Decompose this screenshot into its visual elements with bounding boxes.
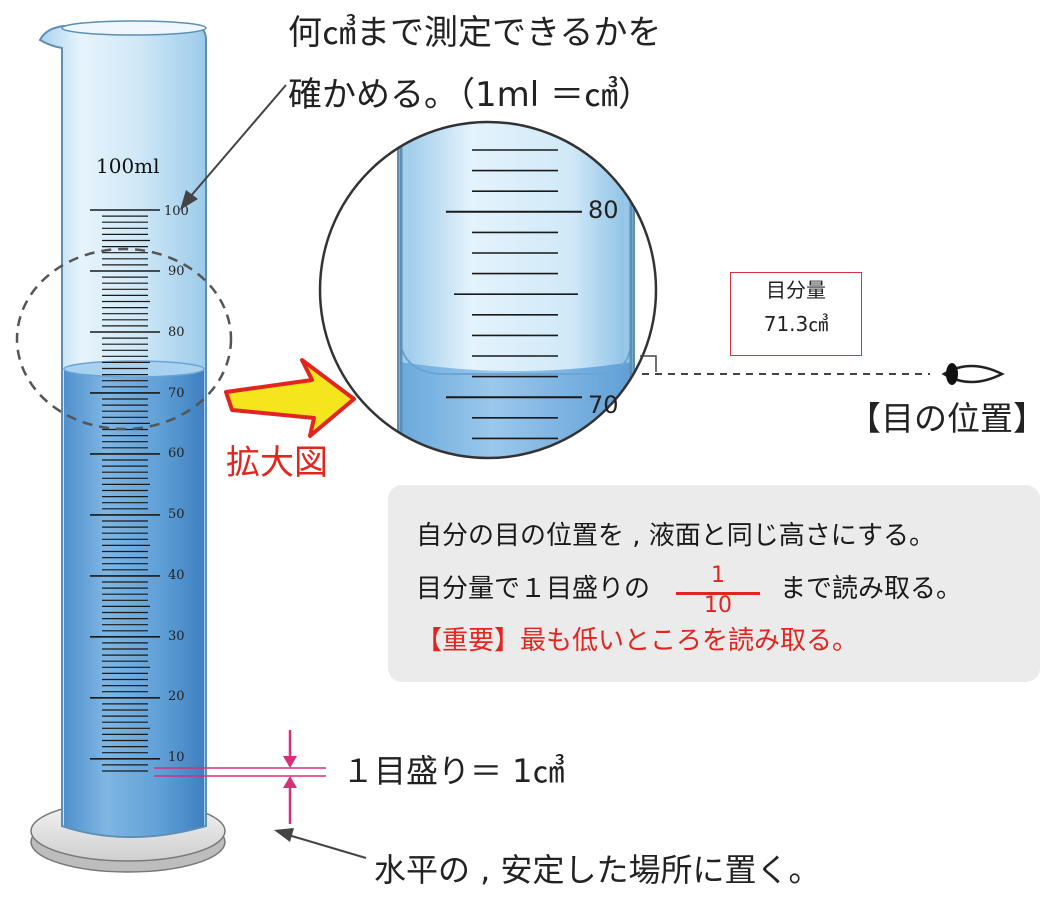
- magnified-mark-70: 70: [588, 391, 619, 419]
- cylinder-liquid: [64, 371, 204, 836]
- magnify-circle-content: [397, 122, 635, 458]
- magnify-arrow: [224, 358, 356, 438]
- magnify-label: 拡大図: [226, 443, 328, 483]
- fraction-one-tenth: 1 10: [672, 563, 764, 623]
- level-place-label: 水平の , 安定した場所に置く。: [374, 851, 821, 889]
- scale-label-60: 60: [168, 446, 185, 461]
- capacity-label: 100ml: [96, 154, 160, 178]
- magnify-region-outline: [15, 247, 233, 431]
- cylinder-scale-ticks: [90, 209, 160, 772]
- capacity-check-line1: 何㎤まで測定できるかを: [288, 13, 662, 53]
- one-division-label: １目盛り＝ 1㎤: [342, 752, 565, 790]
- scale-label-10: 10: [168, 750, 185, 765]
- estimated-reading-title: 目分量: [766, 278, 826, 302]
- base-pointer-line: [284, 833, 367, 859]
- fraction-numerator: 1: [711, 563, 725, 588]
- capacity-pointer-line: [189, 84, 287, 198]
- eye-position-label: 【目の位置】: [848, 399, 1046, 438]
- instruction-line2-after: まで読み取る。: [780, 574, 963, 604]
- scale-label-70: 70: [168, 386, 185, 401]
- right-angle-mark: [640, 355, 657, 372]
- estimated-reading-value: 71.3㎤: [763, 312, 829, 336]
- scale-label-80: 80: [168, 325, 185, 340]
- scale-label-30: 30: [168, 629, 185, 644]
- eye-icon: [941, 363, 1005, 385]
- instruction-line2-before: 目分量で１目盛りの: [416, 574, 651, 604]
- fraction-bar: [676, 592, 760, 595]
- cylinder-scale-labels: 100 90 80 70 60 50 40 30 20 10: [164, 204, 189, 765]
- scale-label-90: 90: [168, 264, 185, 279]
- cylinder-rim: [61, 20, 207, 36]
- scale-label-20: 20: [168, 689, 185, 704]
- magnify-circle-outline: [318, 120, 658, 460]
- fraction-denominator: 10: [704, 593, 732, 618]
- instruction-panel: [388, 485, 1040, 682]
- scale-label-40: 40: [168, 568, 185, 583]
- instruction-important: 【重要】最も低いところを読み取る。: [416, 626, 859, 656]
- magnified-mark-80: 80: [588, 196, 619, 224]
- instruction-line1: 自分の目の位置を , 液面と同じ高さにする。: [416, 521, 936, 551]
- capacity-check-line2: 確かめる。（1ml ＝㎤）: [288, 75, 653, 115]
- base-pointer-arrowhead: [274, 828, 294, 842]
- scale-label-50: 50: [168, 507, 185, 522]
- one-division-marker: [154, 730, 326, 824]
- estimated-reading-box: 目分量 71.3㎤: [730, 272, 862, 356]
- capacity-pointer-arrowhead: [180, 190, 198, 210]
